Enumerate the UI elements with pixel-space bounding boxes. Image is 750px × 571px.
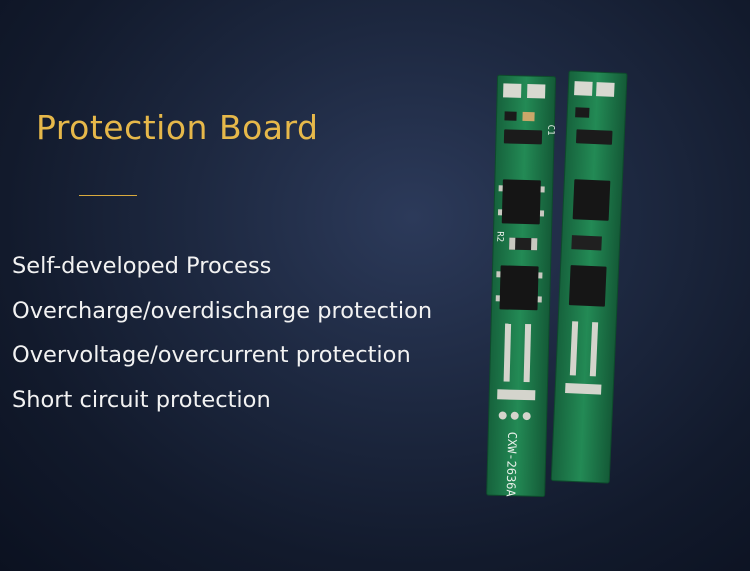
- silkscreen-r2: R2: [494, 231, 504, 242]
- feature-item: Overcharge/overdischarge protection: [12, 297, 433, 324]
- feature-item: Self-developed Process: [12, 253, 272, 279]
- protection-board-photo: C1 R2 CXW-2636A: [470, 60, 640, 510]
- silkscreen-c1: C1: [545, 124, 555, 135]
- pcb-board-back: [550, 70, 628, 484]
- title-divider: [79, 195, 137, 196]
- page-title: Protection Board: [36, 108, 319, 147]
- feature-list: Self-developed Process Overcharge/overdi…: [12, 244, 432, 422]
- feature-item: Overvoltage/overcurrent protection: [12, 342, 411, 368]
- pcb-board-front: C1 R2 CXW-2636A: [486, 74, 557, 498]
- feature-item: Short circuit protection: [12, 386, 271, 413]
- silkscreen-part-label: CXW-2636A: [504, 432, 520, 498]
